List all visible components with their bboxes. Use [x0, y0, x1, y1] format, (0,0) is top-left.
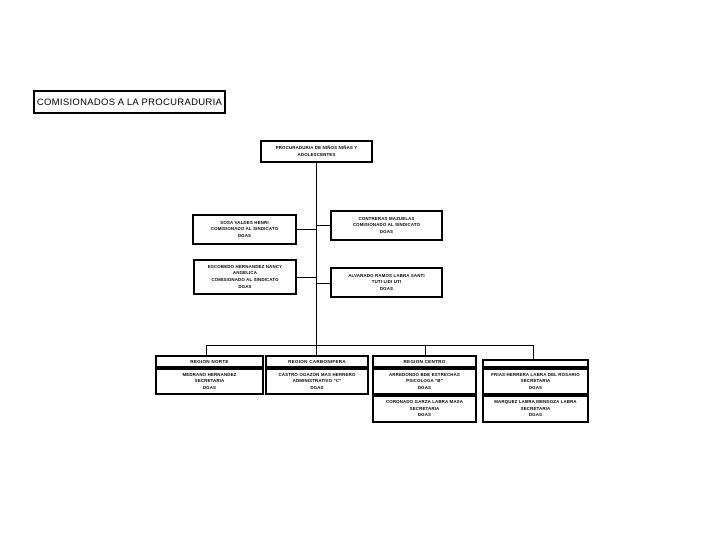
- region-header-3: REGION CENTRO: [372, 355, 477, 368]
- region-3-entry-2-line-2: SECRETARIA: [409, 405, 440, 411]
- region-2-entry-1: CASTRO OGAZON MAS HERRERO ADMINISTRATIVO…: [265, 368, 369, 395]
- connector-branch-4: [316, 283, 330, 284]
- region-header-4: [482, 359, 589, 368]
- region-3-entry-1-line-2: PSICOLOGA "B": [406, 378, 443, 384]
- region-drop-3: [425, 345, 426, 355]
- region-1-entry-1: MEDRANO HERNANDEZ SECRETARIA DGAS: [155, 368, 264, 395]
- node-branch-2: CONTRERAS MAZUELAS COMISIONADO AL SINDIC…: [330, 210, 443, 241]
- region-header-3-text: REGION CENTRO: [403, 359, 446, 364]
- node-branch-2-line-2: COMISIONADO AL SINDICATO: [352, 222, 421, 228]
- region-header-1: REGION NORTE: [155, 355, 264, 368]
- region-1-entry-1-line-2: SECRETARIA: [194, 378, 225, 384]
- region-4-entry-2: MARQUEZ LABRA MENDOZA LABRA SECRETARIA D…: [482, 395, 589, 423]
- node-root-line-2: ADOLESCENTES: [297, 151, 336, 157]
- chart-title-text: COMISIONADOS A LA PROCURADURIA: [36, 96, 223, 108]
- connector-branch-2: [316, 225, 330, 226]
- region-3-entry-2-line-3: DGAS: [417, 412, 432, 418]
- connector-branch-3: [297, 277, 317, 278]
- region-1-entry-1-line-3: DGAS: [202, 384, 217, 390]
- region-2-entry-1-line-3: DGAS: [310, 384, 324, 390]
- region-3-entry-2-line-1: CORONADO GARZA LABRA MASA: [385, 399, 464, 405]
- region-4-entry-1-line-2: SECRETARIA: [520, 378, 551, 384]
- node-branch-3-line-3: COMISIONADO AL SINDICATO: [211, 277, 279, 282]
- node-branch-3-line-1: ESCOBEDO HERNANDEZ NANCY: [207, 263, 283, 269]
- node-branch-4-line-2: TUTI LIDI UTI: [371, 279, 402, 285]
- node-branch-1-line-3: DGAS: [237, 232, 252, 238]
- region-drop-2: [316, 345, 317, 355]
- region-3-entry-2: CORONADO GARZA LABRA MASA SECRETARIA DGA…: [372, 395, 477, 423]
- region-drop-1: [206, 345, 207, 355]
- node-branch-4-line-3: DGAS: [379, 285, 394, 291]
- region-3-entry-1-line-3: DGAS: [417, 384, 432, 390]
- region-4-entry-2-line-1: MARQUEZ LABRA MENDOZA LABRA: [494, 399, 577, 405]
- node-branch-1: SOSA VALDES HENRI COMISIONADO AL SINDICA…: [192, 214, 297, 245]
- chart-title-banner: COMISIONADOS A LA PROCURADURIA: [33, 90, 226, 114]
- node-branch-3: ESCOBEDO HERNANDEZ NANCY ANGELICA COMISI…: [193, 259, 297, 295]
- region-4-entry-2-line-2: SECRETARIA: [520, 405, 551, 411]
- node-branch-1-line-2: COMISIONADO AL SINDICATO: [210, 226, 279, 232]
- region-4-entry-1-line-1: FRIAS HERRERA LABRA DEL ROSARIO: [491, 372, 580, 377]
- node-root-line-1: PROCURADURIA DE NIÑOS NIÑAS Y: [275, 144, 358, 150]
- region-header-1-text: REGION NORTE: [190, 359, 229, 364]
- connector-branch-1: [296, 229, 317, 230]
- region-header-2: REGION CARBONIFERA: [265, 355, 369, 368]
- node-branch-1-line-1: SOSA VALDES HENRI: [220, 219, 269, 225]
- trunk-vertical-line: [316, 163, 317, 345]
- region-1-entry-1-line-1: MEDRANO HERNANDEZ: [182, 372, 237, 377]
- node-branch-4-line-1: ALVARADO RAMOS LABRA SANTI: [348, 272, 425, 278]
- region-3-entry-1-line-1: ARREDONDO BDE ESTRECHAS: [388, 372, 461, 377]
- region-4-entry-2-line-3: DGAS: [528, 412, 543, 418]
- node-branch-3-line-2: ANGELICA: [232, 270, 258, 276]
- node-root: PROCURADURIA DE NIÑOS NIÑAS Y ADOLESCENT…: [260, 140, 373, 163]
- node-branch-3-line-4: DGAS: [238, 283, 252, 289]
- node-branch-4: ALVARADO RAMOS LABRA SANTI TUTI LIDI UTI…: [330, 267, 443, 298]
- node-branch-2-line-3: DGAS: [379, 228, 394, 234]
- region-drop-4: [533, 345, 534, 359]
- region-header-2-text: REGION CARBONIFERA: [288, 359, 346, 364]
- region-4-entry-1: FRIAS HERRERA LABRA DEL ROSARIO SECRETAR…: [482, 368, 589, 395]
- region-2-entry-1-line-1: CASTRO OGAZON MAS HERRERO: [278, 372, 356, 377]
- region-distribution-bar: [206, 345, 534, 346]
- region-2-entry-1-line-2: ADMINISTRATIVO "C": [292, 378, 342, 384]
- node-branch-2-line-1: CONTRERAS MAZUELAS: [358, 215, 415, 221]
- region-3-entry-1: ARREDONDO BDE ESTRECHAS PSICOLOGA "B" DG…: [372, 368, 477, 395]
- region-4-entry-1-line-3: DGAS: [528, 384, 543, 390]
